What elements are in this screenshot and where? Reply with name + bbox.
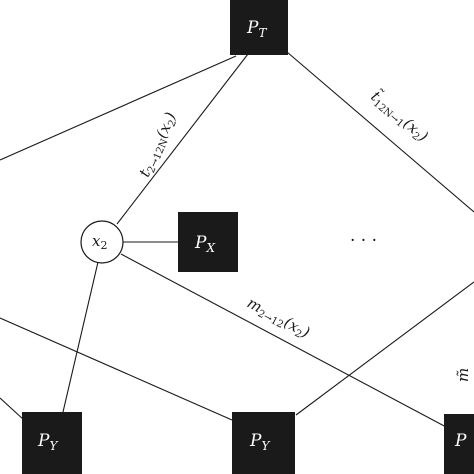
factor-p-x-base: P — [194, 233, 207, 253]
edge-label-m: m2→12(x2) — [243, 294, 313, 344]
edges — [0, 51, 474, 429]
factor-p-y-left-base: P — [37, 431, 50, 451]
edge-left-to-pt — [0, 55, 237, 161]
edge-label-t-up-sub: 2→12N — [146, 137, 171, 175]
variable-x2-label: x2 — [92, 232, 107, 252]
edge-left-to-py1 — [0, 397, 25, 421]
variable-x2: x2 — [80, 220, 124, 264]
factor-p-x-sub: X — [205, 241, 215, 255]
factor-p-y-middle-base: P — [249, 431, 262, 451]
factor-p-t-base: P — [246, 18, 259, 38]
edge-py2-to-right — [295, 281, 474, 416]
edge-label-t-down: t̃12N→1(x2) — [366, 86, 432, 147]
factor-p-y-middle-label: PY — [249, 431, 270, 453]
edge-label-m-right-base: m̃ — [454, 368, 472, 382]
factor-p-right-base: P — [454, 431, 467, 451]
factor-p-y-middle-sub: Y — [261, 439, 270, 453]
edge-label-m-right: m̃ — [454, 368, 472, 382]
factor-p-x: PX — [178, 212, 238, 272]
factor-p-t-sub: T — [258, 26, 267, 40]
factor-p-t: PT — [230, 0, 288, 55]
edge-x2-to-py1 — [62, 261, 99, 413]
factor-p-y-left-label: PY — [37, 431, 58, 453]
ellipsis: · · · — [350, 231, 377, 251]
factor-p-right-label: P — [454, 431, 467, 451]
edge-x2-to-pr — [120, 253, 449, 429]
variable-x2-circle — [80, 220, 124, 264]
factor-p-y-middle: PY — [232, 412, 295, 474]
factor-p-right: P — [444, 414, 474, 474]
variable-x2-sub: 2 — [100, 239, 107, 252]
edge-label-t-down-sub: 12N→1 — [371, 98, 406, 130]
factor-p-x-label: PX — [194, 233, 215, 255]
factor-p-y-left: PY — [22, 412, 82, 474]
factor-p-t-label: PT — [246, 18, 267, 40]
edge-label-t-down-argsub: 2 — [409, 131, 421, 144]
edge-left-to-py2 — [0, 317, 233, 421]
edge-label-m-argsub: 2 — [293, 328, 304, 341]
edge-x2-to-pt — [116, 53, 249, 225]
variable-x2-base: x — [92, 232, 101, 250]
edge-pt-to-right — [286, 51, 474, 213]
edge-label-t-up-argsub: 2 — [166, 118, 179, 128]
factor-p-y-left-sub: Y — [49, 439, 58, 453]
